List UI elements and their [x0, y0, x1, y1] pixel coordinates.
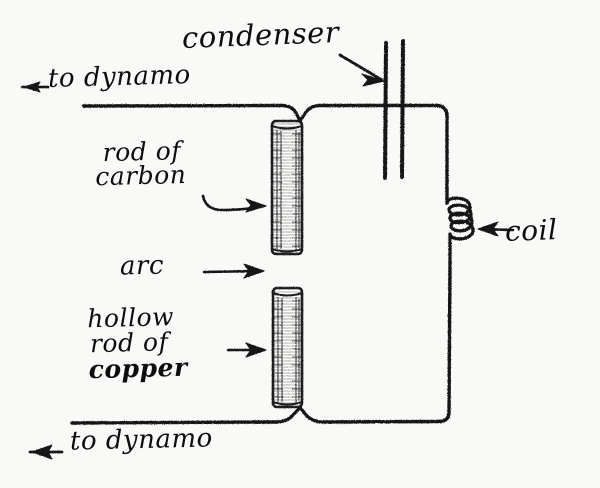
copper-rod-to-bottom-left-wire-joint — [275, 405, 302, 424]
arrow-left-icon-top-dynamo — [20, 81, 50, 93]
bottom-lead-wire — [70, 420, 279, 425]
coil-winding — [445, 196, 475, 264]
copper-rod-shape — [271, 286, 304, 409]
carbon-rod-to-top-right-wire-joint — [298, 103, 322, 123]
top-wire-to-carbon-rod-joint — [281, 103, 302, 123]
label-coil: coil — [504, 213, 559, 248]
label-to-dynamo-top: to dynamo — [47, 60, 192, 94]
right-wire-lower — [438, 260, 452, 424]
condenser-plates — [383, 39, 405, 180]
arrow-right-icon-carbon-rod — [201, 194, 267, 213]
label-hollow-rod-of-copper: hollow rod of copper — [87, 302, 188, 384]
label-rod-of-carbon-line2: carbon — [94, 160, 187, 192]
label-hollow-line3: copper — [88, 352, 188, 384]
arrow-left-icon-coil — [477, 221, 515, 237]
arrow-right-icon-arc — [202, 263, 265, 279]
label-to-dynamo-bottom: to dynamo — [69, 423, 214, 457]
arrow-right-icon-copper-rod — [226, 342, 267, 358]
label-condenser: condenser — [181, 14, 340, 56]
arrow-left-icon-bottom-dynamo — [28, 444, 64, 460]
carbon-rod-shape — [270, 119, 304, 256]
right-wire-upper — [435, 103, 449, 205]
top-lead-wire — [82, 103, 285, 108]
arrow-down-right-icon-condenser — [338, 53, 385, 87]
bottom-wire-to-copper-rod-joint — [298, 405, 324, 424]
label-rod-of-carbon: rod of carbon — [95, 136, 187, 191]
bottom-right-wire — [320, 419, 442, 424]
label-arc: arc — [119, 250, 165, 282]
